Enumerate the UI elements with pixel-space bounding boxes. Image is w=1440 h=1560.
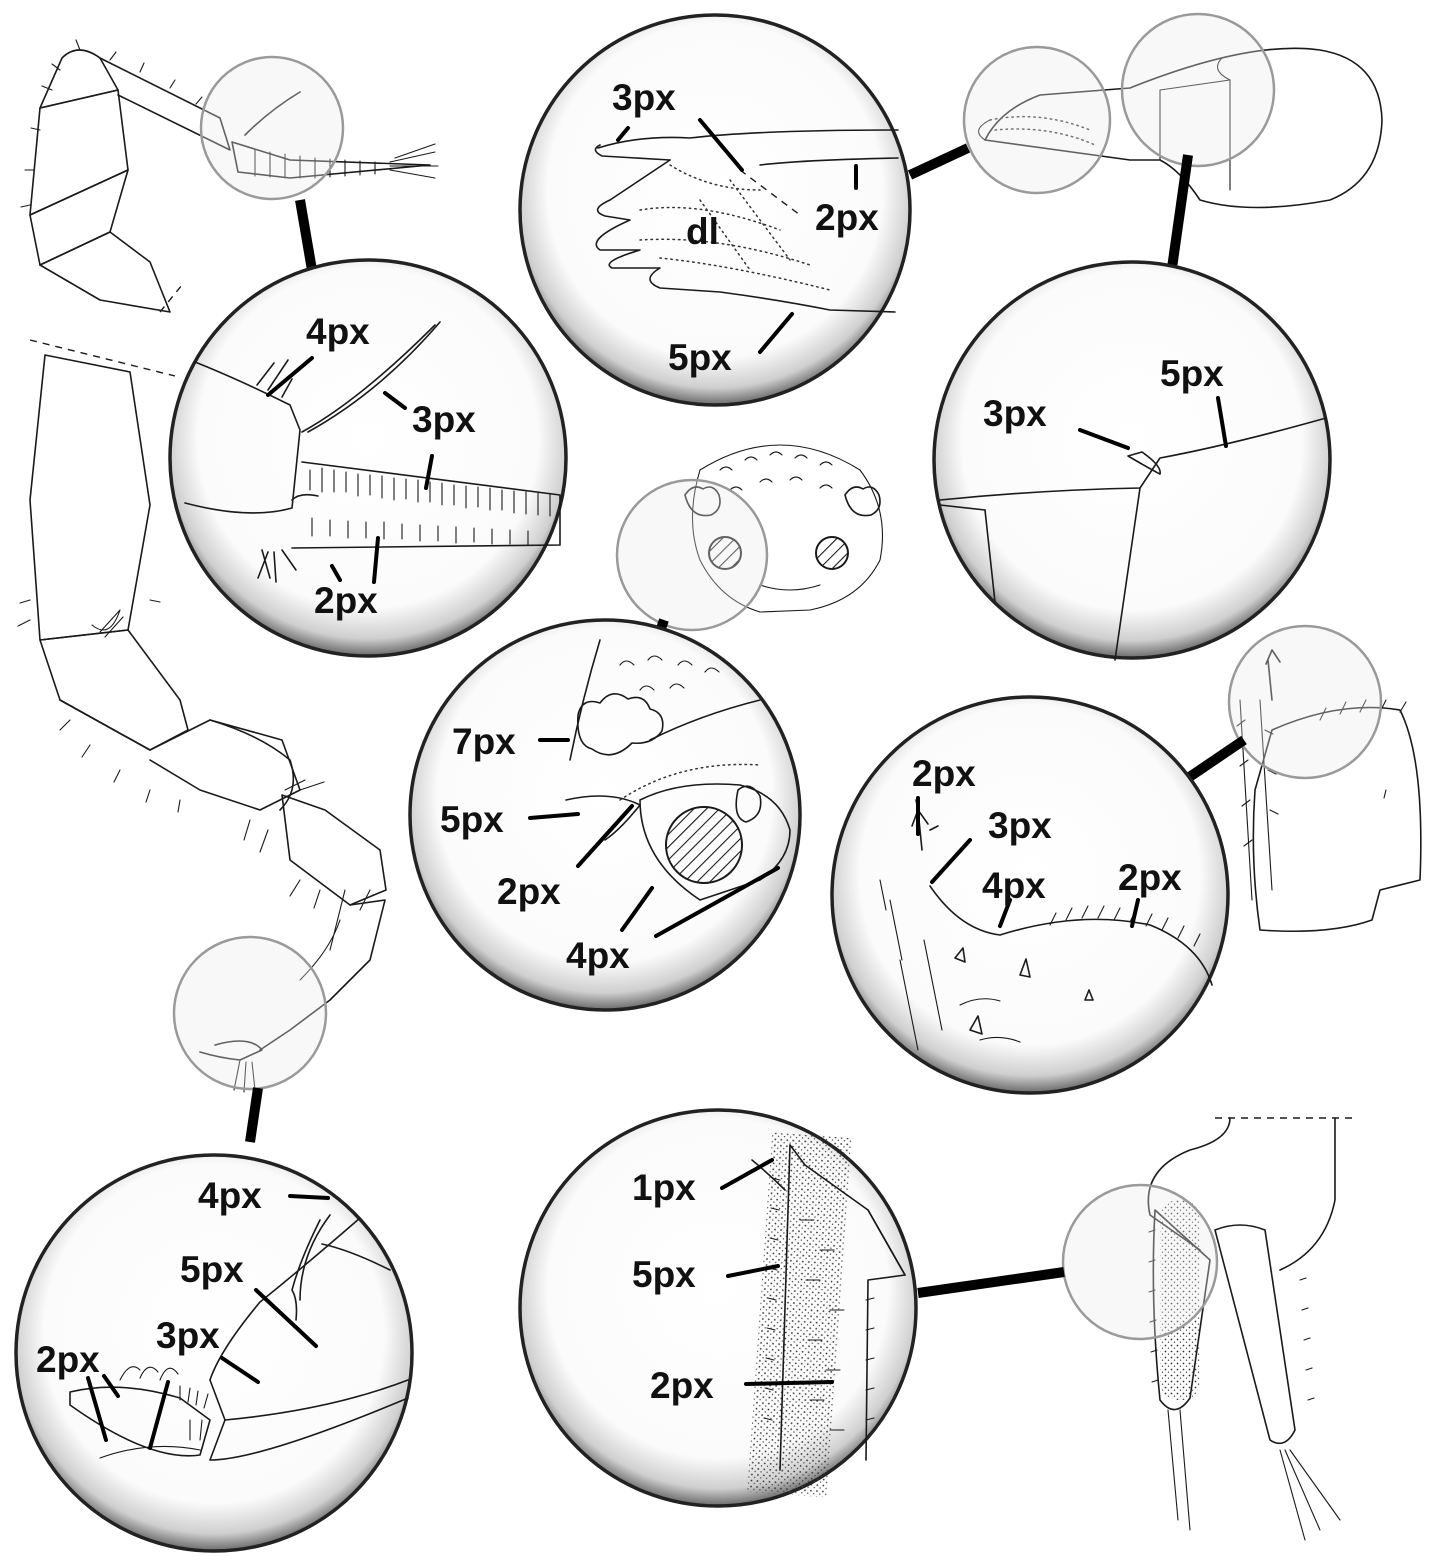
label-1px: 1px [632, 1167, 696, 1208]
label-5px: 5px [440, 799, 504, 840]
head-segment-top-right-drawing [978, 47, 1383, 209]
label-2px: 2px [815, 197, 879, 238]
plate-right-middle-drawing [1236, 649, 1422, 933]
label-2px: 2px [1118, 857, 1182, 898]
label-dl: dl [686, 211, 719, 252]
connector-spine-junction [1167, 154, 1193, 269]
label-7px: 7px [452, 721, 516, 762]
label-2px: 2px [497, 871, 561, 912]
panel-antenna-top-detail: 4px 3px 3px 2px [168, 258, 568, 658]
lens-marker-dorsal-lobe [962, 45, 1112, 195]
lens-marker-spine-junction [1120, 12, 1276, 168]
uropod-bottom-right-drawing [1147, 1117, 1352, 1541]
lens-marker-antenna [199, 55, 345, 201]
connector-setae-plate [1185, 735, 1247, 783]
label-2px: 2px [912, 753, 976, 794]
panel-setae-plate-detail: 2px 3px 4px 2px [830, 695, 1230, 1095]
connector-dorsal-lobe [907, 143, 971, 180]
lens-marker-head [615, 478, 769, 632]
label-4px: 4px [982, 865, 1046, 906]
connector-uropod [917, 1267, 1065, 1298]
label-3px: 3px [412, 399, 476, 440]
label-4px: 4px [306, 311, 370, 352]
label-4px: 4px [198, 1175, 262, 1216]
panel-spine-junction-detail: 5px 3px [932, 260, 1332, 661]
label-3px: 3px [156, 1315, 220, 1356]
panel-dorsal-lobe-detail: 3px dl 2px 5px [518, 13, 912, 407]
label-3px: 3px [983, 393, 1047, 434]
label-3px: 3px [988, 805, 1052, 846]
label-5px: 5px [180, 1249, 244, 1290]
panel-leg-tip-detail: 4px 5px 2px 3px [14, 1153, 414, 1553]
panel-uropod-detail: 1px 5px 2px [518, 1108, 918, 1508]
panel-head-eye-detail: 7px 5px 2px 4px [408, 618, 802, 1012]
connector-leg-tip [245, 1087, 263, 1143]
label-5px: 5px [632, 1254, 696, 1295]
label-4px: 4px [566, 935, 630, 976]
appendage-left-drawing [17, 39, 439, 1093]
head-front-view-drawing [684, 444, 883, 613]
lens-marker-uropod [1061, 1183, 1219, 1341]
lens-marker-setae-plate [1227, 624, 1383, 780]
label-2px: 2px [36, 1339, 100, 1380]
label-2px: 2px [650, 1365, 714, 1406]
label-5px: 5px [1160, 353, 1224, 394]
label-3px: 3px [612, 77, 676, 118]
label-5px: 5px [668, 337, 732, 378]
lens-marker-leg-tip [172, 935, 328, 1091]
label-2px: 2px [314, 580, 378, 621]
connector-antenna [295, 199, 317, 271]
